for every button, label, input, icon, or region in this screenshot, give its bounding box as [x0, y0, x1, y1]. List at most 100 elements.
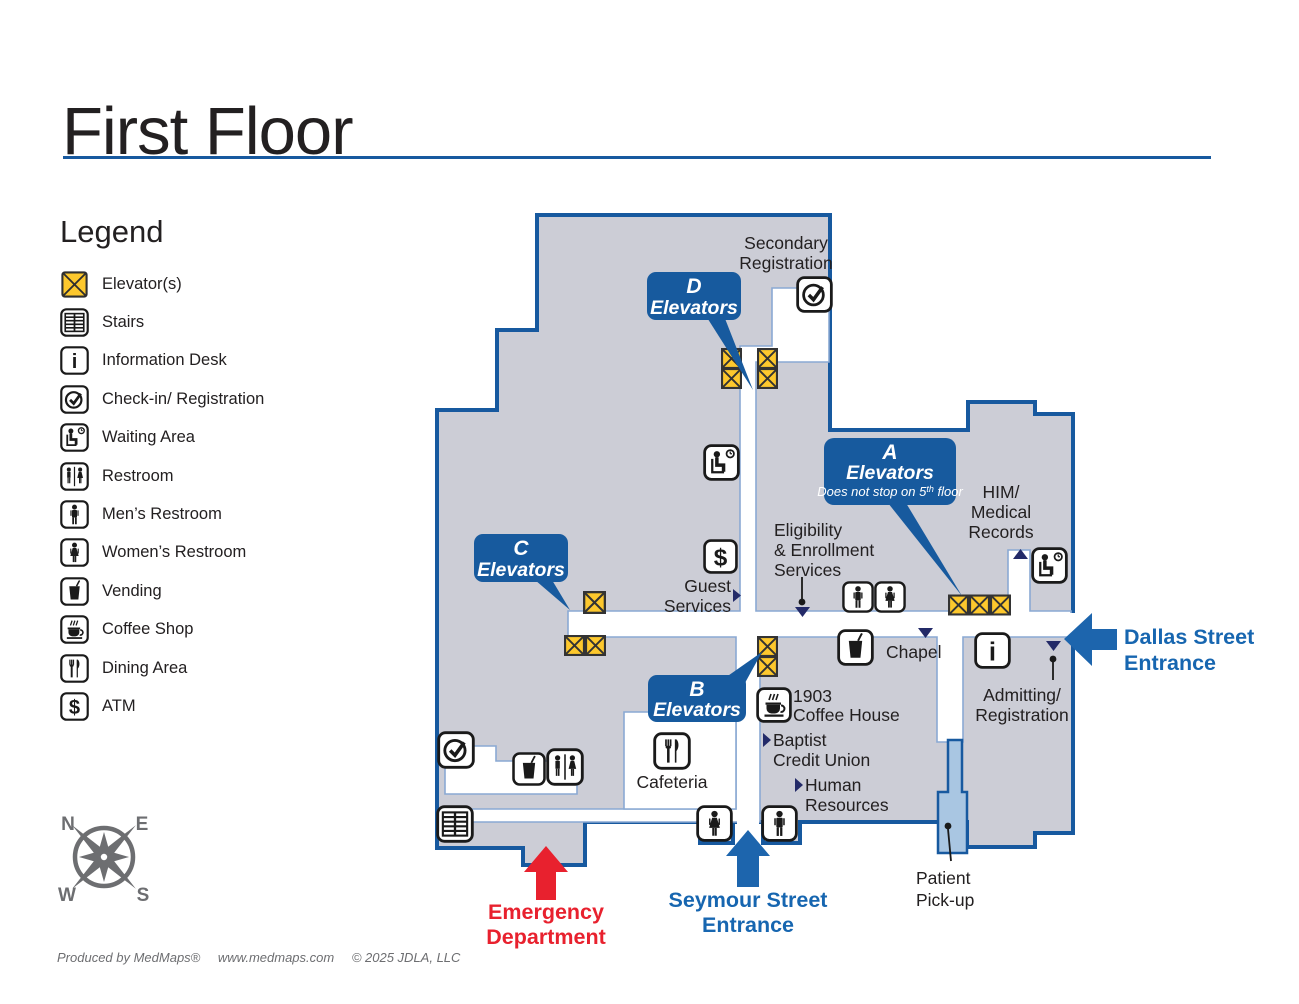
dallas-street-entrance: Dallas Street Entrance: [1064, 613, 1254, 675]
human-resources-label: Human: [805, 775, 861, 795]
elevator-box: [757, 348, 778, 369]
mens-restroom-icon: [763, 807, 797, 841]
footer-produced: Produced by MedMaps®: [57, 950, 201, 965]
cafeteria-label: Cafeteria: [636, 772, 707, 792]
admitting-registration-label: Admitting/: [983, 685, 1061, 705]
information-desk-icon: [976, 634, 1010, 668]
callout-tail: [706, 316, 753, 390]
legend-item-label: Information Desk: [102, 351, 227, 370]
chapel-label: Chapel: [886, 642, 941, 662]
guest-services-marker: [733, 589, 741, 602]
legend-item-label: ATM: [102, 696, 136, 715]
legend-item-dining-area: Dining Area: [60, 649, 264, 687]
footer-credit: Produced by MedMaps® www.medmaps.com © 2…: [57, 950, 474, 965]
legend-item-restroom: Restroom: [60, 457, 264, 495]
callout-note: Does not stop on 5th floor: [817, 484, 963, 499]
compass-e: E: [136, 814, 149, 835]
restroom-icon: [548, 750, 583, 785]
coffee-house-label: Coffee House: [793, 705, 900, 725]
title-rule: [63, 156, 1211, 159]
admitting-registration-label: Registration: [975, 705, 1068, 725]
chapel-marker: [918, 628, 933, 638]
legend: Legend Elevator(s) Stairs Information De…: [60, 214, 264, 726]
emergency-entrance-arrow-icon: [524, 846, 568, 900]
mens-restroom-icon: [843, 582, 872, 611]
check-in-registration-icon: [798, 278, 832, 312]
callout-tail: [888, 503, 962, 596]
emergency-department-entrance: Emergency Department: [486, 846, 606, 949]
seymour-street-entrance: Seymour Street Entrance: [669, 830, 828, 937]
legend-heading: Legend: [60, 214, 164, 249]
map-labels: Secondary Registration Guest Services El…: [636, 233, 1068, 910]
vending-icon: [839, 631, 873, 665]
coffee-house-label: 1903: [793, 686, 832, 706]
check-in-registration-icon: [439, 733, 474, 768]
legend-item-label: Elevator(s): [102, 274, 182, 293]
legend-item-label: Women’s Restroom: [102, 543, 247, 562]
eligibility-label: Eligibility: [774, 520, 842, 540]
elevator-box: [757, 656, 778, 677]
callout-bubble: [824, 438, 956, 505]
legend-item-label: Men’s Restroom: [102, 505, 222, 524]
human-resources-label: Resources: [805, 795, 889, 815]
elevator-box: [585, 635, 606, 656]
womens-restroom-icon: [875, 582, 904, 611]
waiting-area-icon: [1033, 549, 1067, 583]
dallas-entrance-label: Entrance: [1124, 651, 1216, 675]
callout-bubble: [474, 534, 568, 582]
emergency-department-label: Department: [486, 925, 605, 949]
secondary-registration-label: Registration: [739, 253, 832, 273]
patient-pickup-pin-dot: [944, 822, 952, 830]
compass-w: W: [58, 885, 76, 906]
elevator-box: [948, 594, 969, 616]
legend-item-coffee-shop: Coffee Shop: [60, 611, 264, 649]
callout-text: Elevators: [653, 699, 741, 721]
waiting-area-icon: [705, 446, 739, 480]
callout-text: Elevators: [650, 297, 738, 319]
eligibility-pin-dot: [798, 598, 806, 606]
compass-n: N: [61, 814, 75, 835]
callout-bubble: [648, 675, 746, 722]
callout-c-elevators: C Elevators: [474, 534, 570, 610]
elevator-box: [564, 635, 585, 656]
compass-s: S: [137, 885, 150, 906]
human-resources-marker: [795, 778, 803, 792]
admitting-marker: [1046, 641, 1061, 651]
callout-b-elevators: B Elevators: [648, 652, 762, 722]
callout-bubble: [647, 272, 741, 320]
legend-item-stairs: Stairs: [60, 303, 264, 341]
him-medical-records-label: Medical: [971, 502, 1031, 522]
legend-item-atm: ATM: [60, 687, 264, 725]
patient-pickup-label: Patient: [916, 868, 971, 888]
legend-item-label: Check-in/ Registration: [102, 389, 265, 408]
dallas-opening: [1069, 613, 1078, 635]
baptist-credit-union-label: Baptist: [773, 730, 827, 750]
b-elevators: [757, 636, 778, 677]
callout-text: Elevators: [477, 559, 565, 581]
callout-text: A: [881, 441, 897, 464]
dining-area-icon: [655, 734, 690, 769]
a-elevators: [948, 594, 1011, 616]
eligibility-label: & Enrollment: [774, 540, 874, 560]
legend-item-label: Dining Area: [102, 658, 188, 677]
elevator-box: [990, 594, 1011, 616]
seymour-entrance-label: Seymour Street: [669, 888, 828, 912]
callout-text: D: [686, 275, 701, 298]
callout-tail: [535, 580, 570, 610]
guest-services-label: Guest: [684, 576, 731, 596]
womens-restroom-icon: [698, 807, 732, 841]
legend-item-mens-restroom: Men’s Restroom: [60, 495, 264, 533]
him-medical-records-label: Records: [968, 522, 1033, 542]
callout-text: C: [513, 537, 529, 560]
seymour-opening: [737, 818, 759, 827]
seymour-entrance-arrow-icon: [726, 830, 770, 887]
compass-rose-icon: N E W S: [58, 814, 149, 906]
legend-item-information-desk: Information Desk: [60, 342, 264, 380]
callout-text: Elevators: [846, 462, 934, 484]
him-marker: [1013, 549, 1028, 559]
coffee-shop-icon: [758, 689, 791, 722]
admitting-pin-dot: [1049, 655, 1057, 663]
leader-lines: [801, 577, 1054, 862]
eligibility-marker: [795, 607, 810, 617]
